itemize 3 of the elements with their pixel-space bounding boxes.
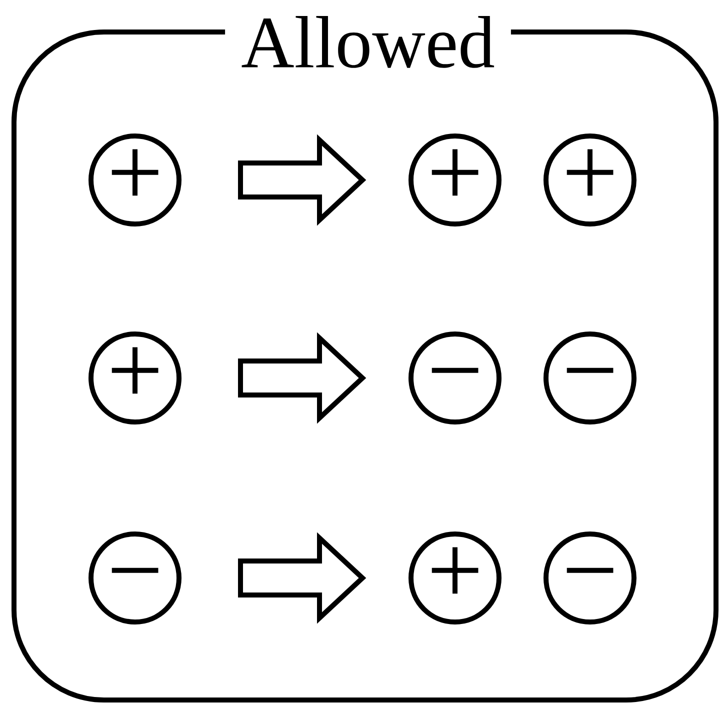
block-arrow — [238, 134, 366, 226]
block-arrow — [238, 532, 366, 624]
block-arrow — [238, 332, 366, 424]
